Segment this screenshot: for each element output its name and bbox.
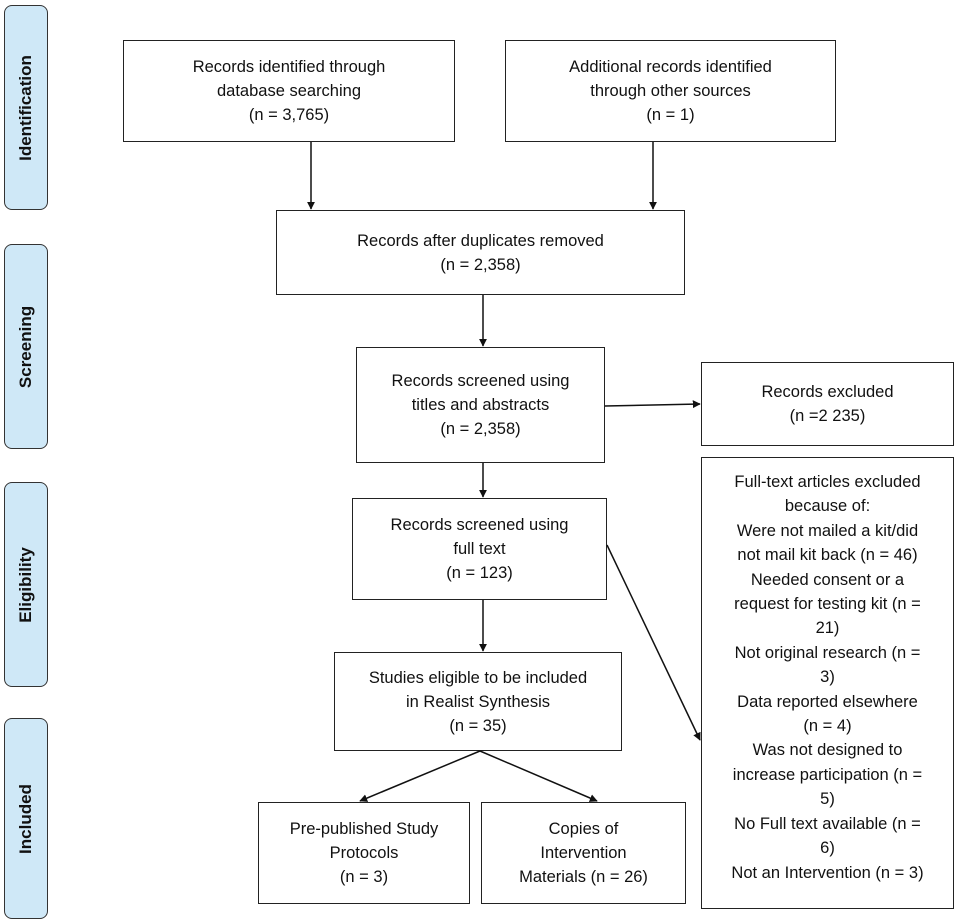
box-line: database searching [216, 82, 362, 100]
arrow-eligible-to-protocols [359, 750, 481, 802]
box-line: 21) [815, 619, 840, 638]
box-line: full text [453, 540, 506, 558]
arrow-fulltext-to-excluded [606, 544, 701, 741]
box-line: Full-text articles excluded [734, 473, 921, 491]
box-line: Additional records identified [569, 58, 772, 76]
box-line: Records excluded [761, 383, 894, 401]
stage-screening: Screening [4, 244, 48, 449]
box-line: Protocols [329, 844, 399, 862]
box-screened-titles: Records screened using titles and abstra… [356, 347, 605, 463]
box-line: in Realist Synthesis [406, 692, 550, 711]
box-line: through other sources [590, 82, 751, 100]
box-line: because of: [784, 497, 871, 516]
box-line: Studies eligible to be included [368, 668, 588, 687]
box-line: not mail kit back (n = 46) [737, 546, 918, 565]
box-database-search: Records identified through database sear… [123, 40, 455, 142]
box-fulltext-excluded: Full-text articles excluded because of: … [701, 457, 954, 909]
box-line: Materials (n = 26) [519, 868, 648, 886]
box-screened-full-text: Records screened using full text (n = 12… [352, 498, 607, 600]
box-line: (n = 123) [446, 564, 513, 582]
box-line: Not an Intervention (n = 3) [731, 863, 924, 882]
box-records-excluded: Records excluded (n =2 235) [701, 362, 954, 446]
box-line: Not original research (n = [734, 643, 921, 662]
box-line: Pre-published Study [289, 820, 439, 838]
stage-eligibility: Eligibility [4, 482, 48, 687]
box-line: (n = 1) [646, 106, 695, 124]
stage-identification: Identification [4, 5, 48, 210]
box-line: Were not mailed a kit/did [736, 521, 919, 540]
box-line: (n = 2,358) [440, 255, 521, 274]
box-line: No Full text available (n = [734, 814, 921, 833]
box-intervention-materials: Copies of Intervention Materials (n = 26… [481, 802, 686, 904]
arrow-eligible-to-materials [479, 750, 598, 802]
box-line: Data reported elsewhere [737, 692, 918, 711]
box-line: Copies of [548, 820, 619, 838]
box-line: request for testing kit (n = [734, 595, 921, 614]
box-line: 6) [820, 839, 835, 858]
box-line: 3) [820, 668, 835, 687]
box-line: (n = 4) [803, 717, 852, 736]
box-line: (n = 3) [339, 868, 389, 886]
box-eligible-studies: Studies eligible to be included in Reali… [334, 652, 622, 751]
box-line: (n = 3,765) [248, 106, 330, 124]
box-line: Records screened using [390, 516, 569, 534]
box-line: Records identified through [192, 58, 386, 76]
box-line: (n = 35) [449, 716, 507, 735]
box-line: Was not designed to [752, 741, 903, 760]
box-line: 5) [820, 790, 835, 809]
box-line: (n = 2,358) [440, 420, 521, 438]
box-duplicates-removed: Records after duplicates removed (n = 2,… [276, 210, 685, 295]
box-line: increase participation (n = [732, 765, 923, 784]
stage-included: Included [4, 718, 48, 919]
box-protocols: Pre-published Study Protocols (n = 3) [258, 802, 470, 904]
box-line: titles and abstracts [411, 396, 550, 414]
box-line: Records after duplicates removed [357, 231, 604, 250]
box-line: Records screened using [391, 372, 570, 390]
box-line: (n =2 235) [789, 407, 866, 425]
arrow-screened-to-excluded [604, 400, 701, 409]
box-line: Intervention [540, 844, 627, 862]
box-other-sources: Additional records identified through ot… [505, 40, 836, 142]
box-line: Needed consent or a [750, 570, 905, 589]
